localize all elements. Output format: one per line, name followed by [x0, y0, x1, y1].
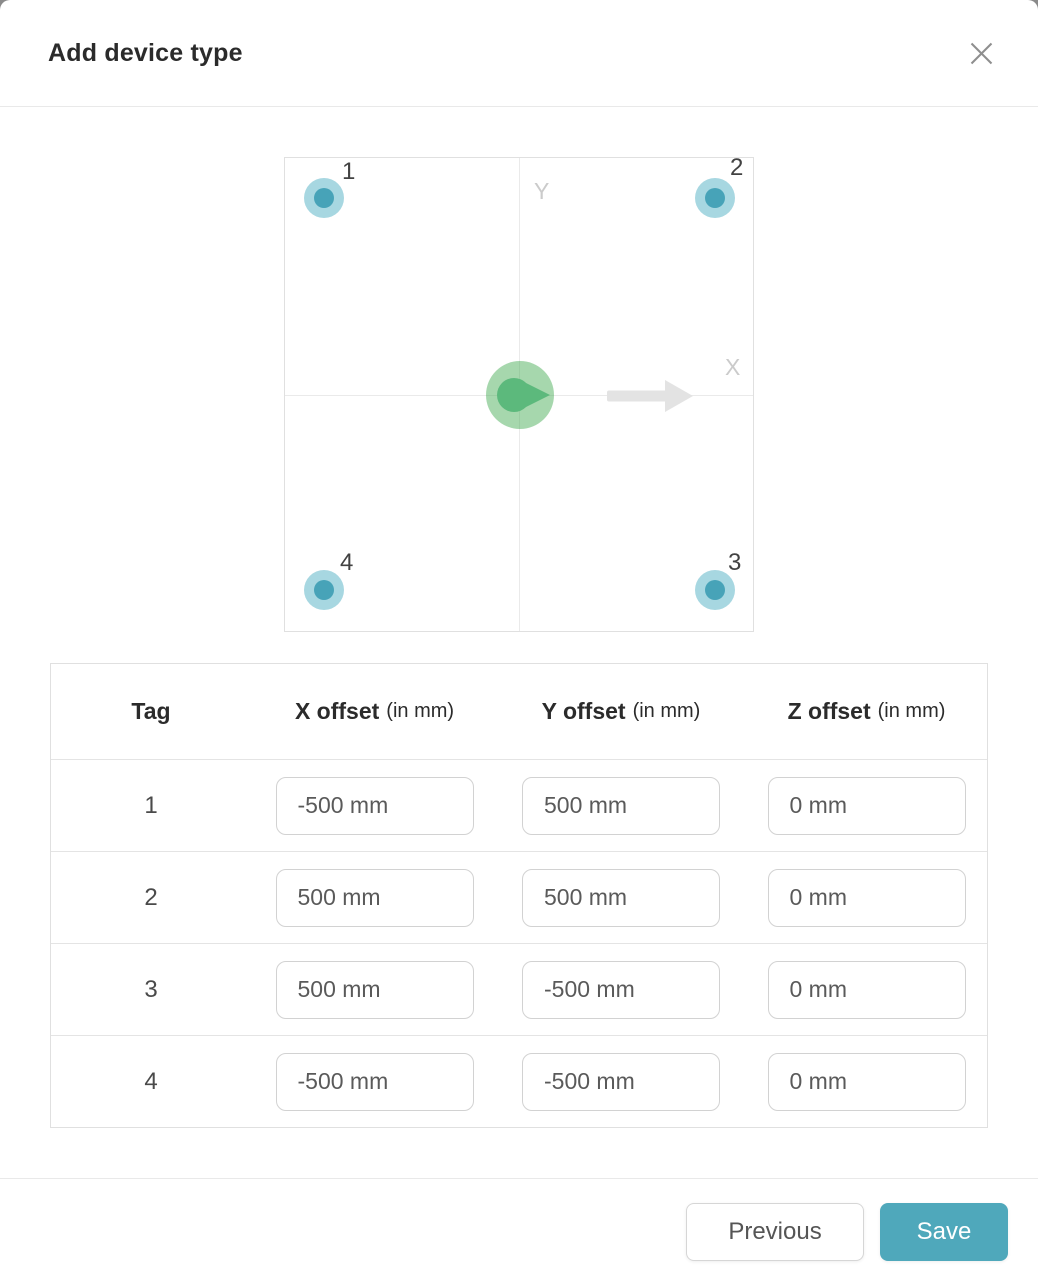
tag-layout-diagram: Y X 1 2 3 4 — [284, 154, 754, 632]
tag-number: 4 — [144, 1067, 158, 1095]
tag-label-3: 3 — [728, 549, 742, 576]
table-row: 3 — [51, 943, 987, 1035]
tag-dot-icon — [314, 580, 334, 600]
table-row: 4 — [51, 1035, 987, 1127]
x-direction-arrow-icon — [607, 380, 693, 412]
z-offset-input-tag4[interactable] — [767, 1052, 966, 1111]
previous-button[interactable]: Previous — [686, 1202, 864, 1261]
y-offset-input-tag2[interactable] — [522, 868, 720, 927]
tag-label-2: 2 — [730, 154, 744, 181]
tag-dot-icon — [705, 580, 725, 600]
z-offset-input-tag2[interactable] — [767, 868, 966, 927]
header-cell-tag: Tag — [131, 698, 171, 724]
tag-marker-3 — [695, 570, 735, 610]
tag-dot-icon — [314, 188, 334, 208]
tag-dot-icon — [705, 188, 725, 208]
header-cell-x-offset: X offset (in mm) — [294, 698, 455, 724]
tag-marker-2 — [695, 178, 735, 218]
y-offset-input-tag3[interactable] — [522, 960, 720, 1019]
tag-number: 3 — [144, 975, 158, 1003]
save-button[interactable]: Save — [880, 1202, 1008, 1261]
x-axis-label: X — [725, 354, 741, 380]
tag-number: 1 — [144, 791, 158, 819]
tag-marker-1 — [304, 178, 344, 218]
y-offset-input-tag1[interactable] — [522, 776, 720, 835]
tag-label-1: 1 — [342, 158, 356, 185]
tag-marker-4 — [304, 570, 344, 610]
header-cell-y-offset: Y offset (in mm) — [541, 698, 701, 724]
dialog-title: Add device type — [48, 38, 243, 67]
tag-label-4: 4 — [340, 549, 354, 576]
x-offset-input-tag2[interactable] — [275, 868, 474, 927]
y-axis-label: Y — [534, 178, 550, 204]
close-icon — [970, 42, 992, 64]
table-row: 2 — [51, 851, 987, 943]
x-offset-input-tag1[interactable] — [275, 776, 474, 835]
tag-number: 2 — [144, 883, 158, 911]
y-offset-input-tag4[interactable] — [522, 1052, 720, 1111]
close-button[interactable] — [964, 36, 998, 70]
dialog-footer: Previous Save — [0, 1178, 1038, 1284]
dialog-header: Add device type — [0, 0, 1038, 107]
tag-offsets-table: Tag X offset (in mm) Y offset (in mm) Z … — [50, 663, 988, 1128]
x-offset-input-tag4[interactable] — [275, 1052, 474, 1111]
table-row: 1 — [51, 759, 987, 851]
z-offset-input-tag1[interactable] — [767, 776, 966, 835]
origin-marker-icon — [486, 361, 554, 429]
table-header-row: Tag X offset (in mm) Y offset (in mm) Z … — [51, 664, 987, 759]
x-offset-input-tag3[interactable] — [275, 960, 474, 1019]
z-offset-input-tag3[interactable] — [767, 960, 966, 1019]
header-cell-z-offset: Z offset (in mm) — [787, 698, 946, 724]
